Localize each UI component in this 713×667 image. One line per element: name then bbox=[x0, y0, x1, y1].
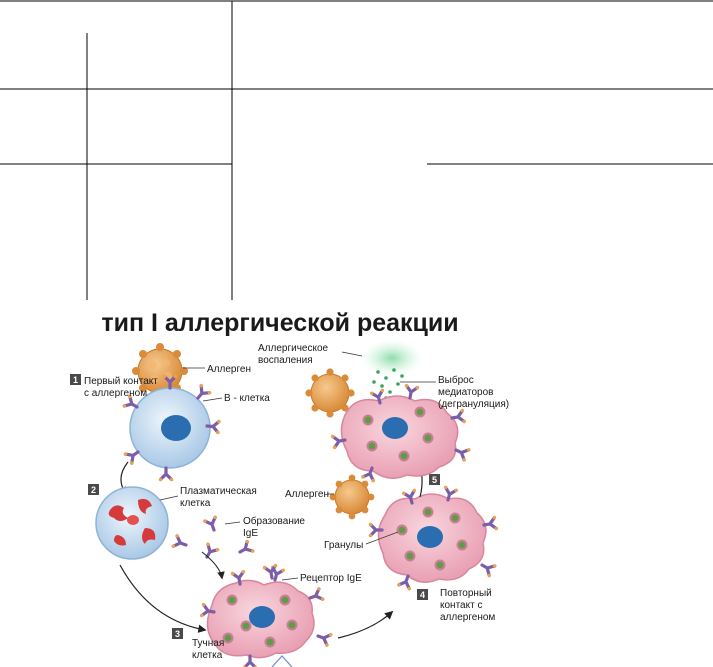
arrow-step3-to-step4 bbox=[337, 610, 394, 639]
label-allergen-mid: Аллерген bbox=[285, 489, 329, 500]
label-repeat-line1: Повторный bbox=[440, 588, 492, 599]
label-granules: Гранулы bbox=[324, 540, 363, 551]
label-first-contact-line2: с аллергеном bbox=[84, 388, 147, 399]
arrow-ige-to-mast bbox=[201, 551, 225, 580]
plasma-cell bbox=[95, 486, 169, 560]
step-2-badge bbox=[88, 484, 99, 495]
bottom-marker-icon bbox=[271, 655, 293, 667]
allergen-second bbox=[329, 474, 375, 520]
allergen-third bbox=[305, 368, 355, 418]
label-inflam-line1: Аллергическое bbox=[258, 343, 329, 354]
label-release-line2: медиаторов bbox=[438, 387, 493, 398]
label-ige-form-line1: Образование bbox=[243, 515, 305, 527]
label-plasma-line1: Плазматическая bbox=[180, 486, 257, 497]
b-cell bbox=[120, 373, 223, 483]
leader-granules bbox=[365, 531, 399, 545]
step-5-badge bbox=[429, 474, 440, 485]
label-mast-line2: клетка bbox=[192, 650, 223, 661]
step-4-number: 4 bbox=[420, 590, 425, 600]
label-release-line3: (дегрануляция) bbox=[438, 399, 509, 410]
leader-ige bbox=[224, 521, 241, 525]
step-1-badge bbox=[70, 374, 81, 385]
label-repeat-line3: аллергеном bbox=[440, 612, 495, 623]
leader-inflam bbox=[341, 351, 363, 357]
label-plasma-line2: клетка bbox=[180, 498, 211, 509]
mast-cell-sensitized bbox=[198, 563, 335, 667]
leader-b-cell bbox=[202, 397, 223, 402]
leader-plasma bbox=[159, 495, 179, 501]
arrow-step2-to-step3 bbox=[119, 564, 207, 633]
step-3-number: 3 bbox=[175, 629, 180, 639]
step-5-number: 5 bbox=[432, 475, 437, 485]
label-mast-line1: Тучная bbox=[192, 638, 224, 649]
step-2-number: 2 bbox=[91, 485, 96, 495]
table-grid bbox=[0, 0, 713, 300]
label-first-contact-line1: Первый контакт bbox=[84, 376, 158, 387]
step-4-badge bbox=[417, 589, 428, 600]
label-receptor: Рецептор IgE bbox=[300, 573, 362, 584]
mast-cell-degranulating bbox=[329, 382, 473, 485]
step-1-number: 1 bbox=[73, 375, 78, 385]
label-repeat-line2: контакт с bbox=[440, 600, 482, 611]
step-3-badge bbox=[172, 628, 183, 639]
allergen-first bbox=[132, 343, 188, 399]
label-release-line1: Выброс bbox=[438, 374, 474, 386]
leader-receptor bbox=[281, 577, 299, 581]
diagram-title: тип I аллергической реакции bbox=[101, 309, 458, 337]
mediator-cloud bbox=[362, 340, 422, 376]
label-inflam-line2: воспаления bbox=[258, 355, 313, 366]
mast-cell-repeat bbox=[367, 483, 500, 593]
label-ige-form-line2: IgE bbox=[243, 528, 258, 539]
label-allergen-top: Аллерген bbox=[207, 364, 251, 375]
label-b-cell: В - клетка bbox=[224, 393, 270, 404]
